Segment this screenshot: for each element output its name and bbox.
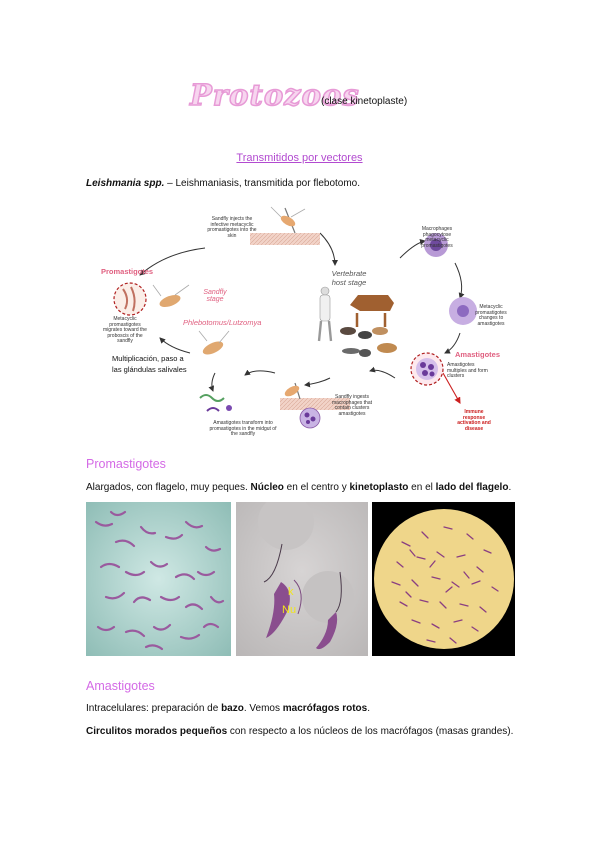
amastigotes-text-2b: con respecto a los núcleos de los macróf… [227, 726, 514, 737]
section-title: Transmitidos por vectores [236, 152, 363, 164]
label-k: k [288, 586, 294, 598]
promastigotes-description: Alargados, con flagelo, muy peques. Núcl… [86, 481, 511, 494]
label-vertebrate-stage: Vertebrate host stage [331, 269, 367, 287]
amastigotes-text-1c: . Vemos [243, 703, 283, 714]
label-macrophages: Macrophages phagocytose metacyclic proma… [421, 226, 453, 249]
life-cycle-diagram: Sandfly injects the infective metacyclic… [95, 203, 513, 441]
label-promastigotes-diagram: Promastigotes [101, 267, 154, 276]
label-sandfly-ingests: Sandfly ingests macrophages that contain… [331, 394, 373, 417]
label-sandfly-injects: Sandfly injects the infective metacyclic… [207, 216, 257, 239]
amastigotes-text-bazo: bazo [221, 703, 244, 714]
page-title: Protozoos [189, 77, 360, 113]
amastigotes-text-1e: . [367, 703, 371, 714]
promastigotes-text-kinetoplasto: kinetoplasto [349, 482, 409, 493]
promastigotes-text-1: Alargados, con flagelo, muy peques. [86, 482, 251, 493]
amastigotes-heading: Amastigotes [86, 679, 155, 693]
label-phlebotomus: Phlebotomus/Lutzomya [183, 318, 262, 327]
leishmania-name: Leishmania spp. [86, 178, 165, 189]
promastigotes-text-flagelo: lado del flagelo [435, 482, 509, 493]
label-nu: Nu [282, 604, 297, 616]
label-immune: Immune response activation and disease [457, 409, 491, 432]
micrograph-promastigotes-3 [372, 502, 515, 656]
page-subtitle: (clase kinetoplaste) [321, 96, 408, 107]
label-amastigotes-diagram: Amastigotes [455, 350, 501, 359]
amastigotes-text-1a: Intracelulares: preparación de [86, 703, 222, 714]
label-metacyclic-migrate: Metacyclic promastigotes migrates toward… [103, 316, 147, 345]
promastigotes-text-5: en el [408, 482, 436, 493]
leishmania-text: – Leishmaniasis, transmitida por fleboto… [164, 178, 361, 189]
leishmania-line: Leishmania spp. – Leishmaniasis, transmi… [86, 177, 360, 190]
amastigotes-line-1: Intracelulares: preparación de bazo. Vem… [86, 702, 370, 715]
promastigotes-text-nucleo: Núcleo [250, 482, 284, 493]
note-multiplicacion: Multiplicación, paso a las glándulas sal… [112, 354, 187, 374]
micrograph-promastigotes-2: k Nu [236, 502, 368, 656]
label-metacyclic-changes: Metacyclic promastigotes changes to amas… [475, 304, 507, 327]
label-transform: Amastigotes transform into promastigotes… [209, 420, 277, 438]
micrograph-promastigotes-1 [86, 502, 231, 656]
promastigotes-text-7: . [508, 482, 512, 493]
label-sandfly-stage: Sandfly stage [203, 289, 227, 303]
amastigotes-text-macrofagos: macrófagos rotos [282, 703, 368, 714]
amastigotes-text-circulitos: Circulitos morados pequeños [86, 726, 228, 737]
promastigotes-text-3: en el centro y [283, 482, 350, 493]
promastigotes-heading: Promastigotes [86, 457, 166, 471]
cycle-arrows [113, 206, 477, 429]
amastigotes-line-2: Circulitos morados pequeños con respecto… [86, 725, 513, 738]
label-amastigotes-multiply: Amastigotes multiples and form clusters [447, 362, 488, 380]
